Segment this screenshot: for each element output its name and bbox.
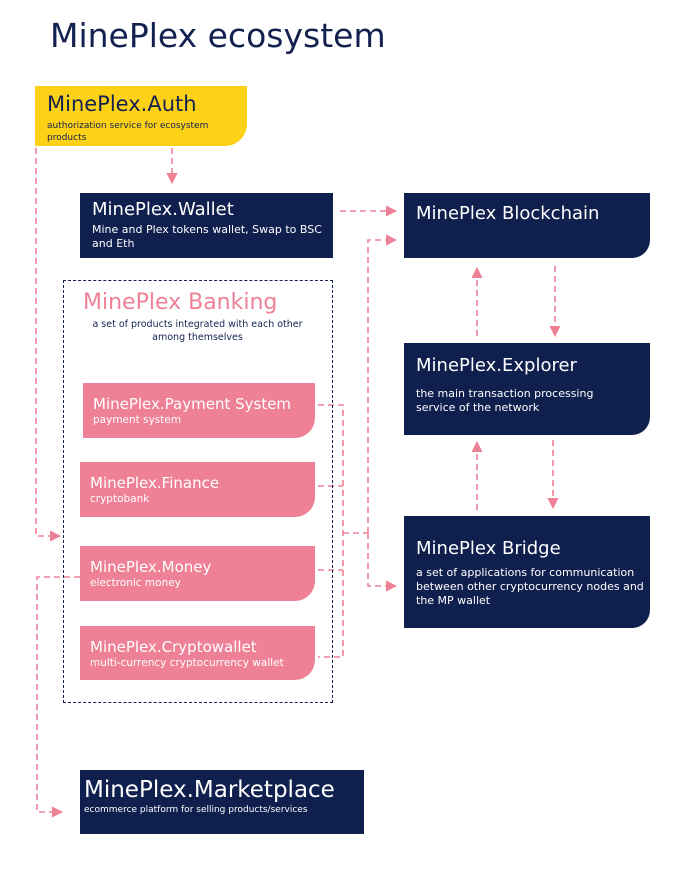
node-auth: MinePlex.Auth authorization service for … xyxy=(35,86,247,146)
page-title: MinePlex ecosystem xyxy=(50,16,386,55)
node-explorer-description: the main transaction processing service … xyxy=(416,387,594,414)
node-marketplace-title: MinePlex.Marketplace xyxy=(84,777,335,803)
node-wallet-description: Mine and Plex tokens wallet, Swap to BSC… xyxy=(92,223,322,250)
node-marketplace-description: ecommerce platform for selling products/… xyxy=(84,805,308,815)
node-money-description: electronic money xyxy=(90,577,181,589)
node-cryptowallet-description: multi-currency cryptocurrency wallet xyxy=(90,657,284,669)
node-payment-description: payment system xyxy=(93,414,182,426)
node-finance-description: cryptobank xyxy=(90,493,150,505)
node-finance: MinePlex.Finance cryptobank xyxy=(80,462,315,517)
banking-description: a set of products integrated with each o… xyxy=(92,319,303,343)
node-bridge: MinePlex Bridge a set of applications fo… xyxy=(404,516,650,628)
node-payment-system: MinePlex.Payment System payment system xyxy=(83,383,315,438)
node-money-title: MinePlex.Money xyxy=(90,558,212,576)
node-cryptowallet-title: MinePlex.Cryptowallet xyxy=(90,638,257,656)
node-auth-description: authorization service for ecosystem prod… xyxy=(47,121,209,143)
node-bridge-title: MinePlex Bridge xyxy=(416,538,561,559)
node-auth-title: MinePlex.Auth xyxy=(47,92,197,116)
node-explorer-title: MinePlex.Explorer xyxy=(416,355,577,376)
node-cryptowallet: MinePlex.Cryptowallet multi-currency cry… xyxy=(80,626,315,680)
connector-payment-bus xyxy=(318,404,344,658)
banking-group-frame xyxy=(63,280,333,703)
connector-money-marketplace xyxy=(36,576,80,818)
node-wallet: MinePlex.Wallet Mine and Plex tokens wal… xyxy=(80,193,333,258)
node-bridge-description: a set of applications for communication … xyxy=(416,566,644,607)
connector-auth-money xyxy=(35,148,62,542)
node-blockchain-title: MinePlex Blockchain xyxy=(416,203,600,224)
node-marketplace: MinePlex.Marketplace ecommerce platform … xyxy=(80,770,364,834)
node-wallet-title: MinePlex.Wallet xyxy=(92,199,234,220)
node-finance-title: MinePlex.Finance xyxy=(90,474,220,492)
banking-title: MinePlex Banking xyxy=(83,290,278,315)
node-explorer: MinePlex.Explorer the main transaction p… xyxy=(404,343,650,435)
connector-banking-bridge xyxy=(367,533,398,592)
node-blockchain: MinePlex Blockchain xyxy=(404,193,650,258)
node-payment-title: MinePlex.Payment System xyxy=(93,395,292,413)
node-money: MinePlex.Money electronic money xyxy=(80,546,315,601)
connector-banking-blockchain xyxy=(367,234,398,533)
